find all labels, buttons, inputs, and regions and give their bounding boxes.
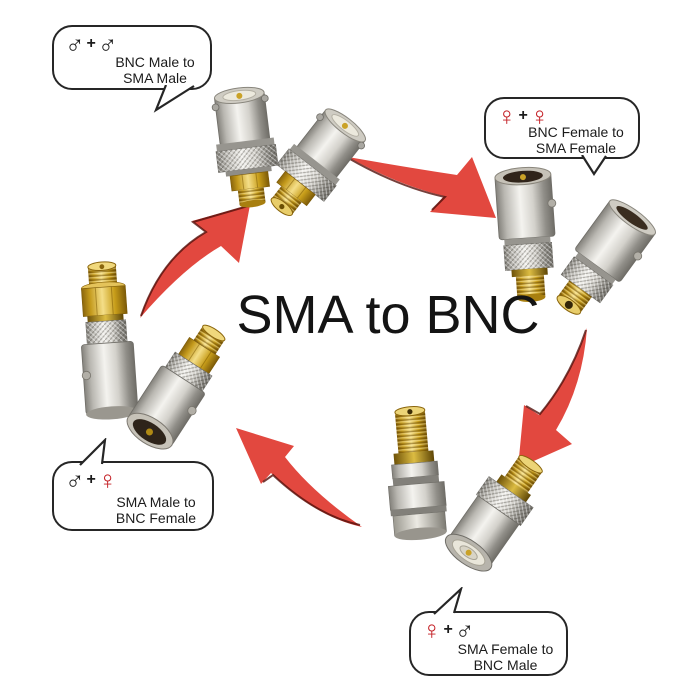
male-symbol-icon: ♂ — [65, 465, 85, 495]
callout-label-line2: BNC Female — [115, 510, 197, 526]
page-title: SMA to BNC — [236, 285, 540, 345]
cycle-arrows — [140, 157, 587, 527]
callout-label-line1: SMA Male to — [116, 494, 196, 510]
bnc-male-sma-male-adapter-upright — [211, 86, 279, 208]
plus-sign: + — [86, 471, 96, 488]
callout-label: SMA Female to BNC Male — [411, 641, 560, 673]
plus-sign: + — [86, 35, 96, 52]
callout-tail — [79, 438, 107, 466]
callout-tail — [581, 155, 607, 177]
male-symbol-icon: ♂ — [454, 615, 475, 645]
callout-sma-female-to-bnc-male: ♀+♂ SMA Female to BNC Male — [409, 611, 568, 676]
male-symbol-icon: ♂ — [65, 29, 85, 59]
gender-symbols: ♂+♂ — [65, 29, 117, 59]
sma-male-bnc-female-adapter-upright — [81, 261, 139, 420]
callout-label-line2: BNC Male — [473, 657, 538, 673]
callout-label-line1: SMA Female to — [457, 641, 554, 657]
arrow-bottom-leftward — [236, 428, 362, 527]
arrow-left-upward — [140, 205, 250, 318]
adapter-pair-bnc-male-to-sma-male — [211, 86, 366, 217]
arrow-left-upward-edge — [140, 205, 249, 317]
male-symbol-icon: ♂ — [97, 29, 118, 59]
arrow-bottom-leftward-edge — [262, 473, 361, 526]
callout-label: BNC Male to SMA Male — [54, 54, 204, 86]
plus-sign: + — [518, 107, 528, 124]
callout-label-line2: SMA Female — [535, 140, 617, 156]
gender-symbols: ♀+♀ — [497, 101, 549, 131]
callout-label-line2: SMA Male — [123, 70, 187, 86]
arrow-top-rightward-edge — [349, 158, 448, 211]
callout-tail — [433, 587, 463, 615]
female-symbol-icon: ♀ — [497, 101, 517, 131]
adapter-pair-bnc-female-to-sma-female — [494, 166, 656, 315]
adapter-pair-sma-female-to-bnc-male — [388, 406, 543, 572]
female-symbol-icon: ♀ — [97, 465, 118, 495]
bnc-female-sma-female-adapter-upright — [494, 166, 557, 302]
sma-female-bnc-male-adapter-tilted — [444, 454, 543, 572]
callout-bnc-female-to-sma-female: ♀+♀ BNC Female to SMA Female — [484, 97, 640, 159]
callout-label-line1: BNC Male to — [115, 54, 195, 70]
sma-female-bnc-male-adapter-upright — [388, 406, 447, 541]
callout-label: BNC Female to SMA Female — [486, 124, 632, 156]
female-symbol-icon: ♀ — [422, 615, 442, 645]
arrow-right-downward-edge — [525, 329, 587, 416]
female-symbol-icon: ♀ — [529, 101, 550, 131]
sma-male-bnc-female-adapter-tilted — [126, 324, 226, 450]
gender-symbols: ♀+♂ — [422, 615, 474, 645]
bnc-female-sma-female-adapter-tilted — [556, 199, 656, 315]
callout-tail — [153, 85, 195, 113]
adapter-pair-sma-male-to-bnc-female — [81, 261, 226, 450]
callout-label: SMA Male to BNC Female — [54, 494, 206, 526]
arrow-top-rightward — [348, 157, 496, 218]
callout-label-line1: BNC Female to — [528, 124, 624, 140]
callout-sma-male-to-bnc-female: ♂+♀ SMA Male to BNC Female — [52, 461, 214, 531]
bnc-male-sma-male-adapter-tilted — [270, 108, 366, 217]
plus-sign: + — [443, 621, 453, 638]
gender-symbols: ♂+♀ — [65, 465, 117, 495]
callout-bnc-male-to-sma-male: ♂+♂ BNC Male to SMA Male — [52, 25, 212, 90]
